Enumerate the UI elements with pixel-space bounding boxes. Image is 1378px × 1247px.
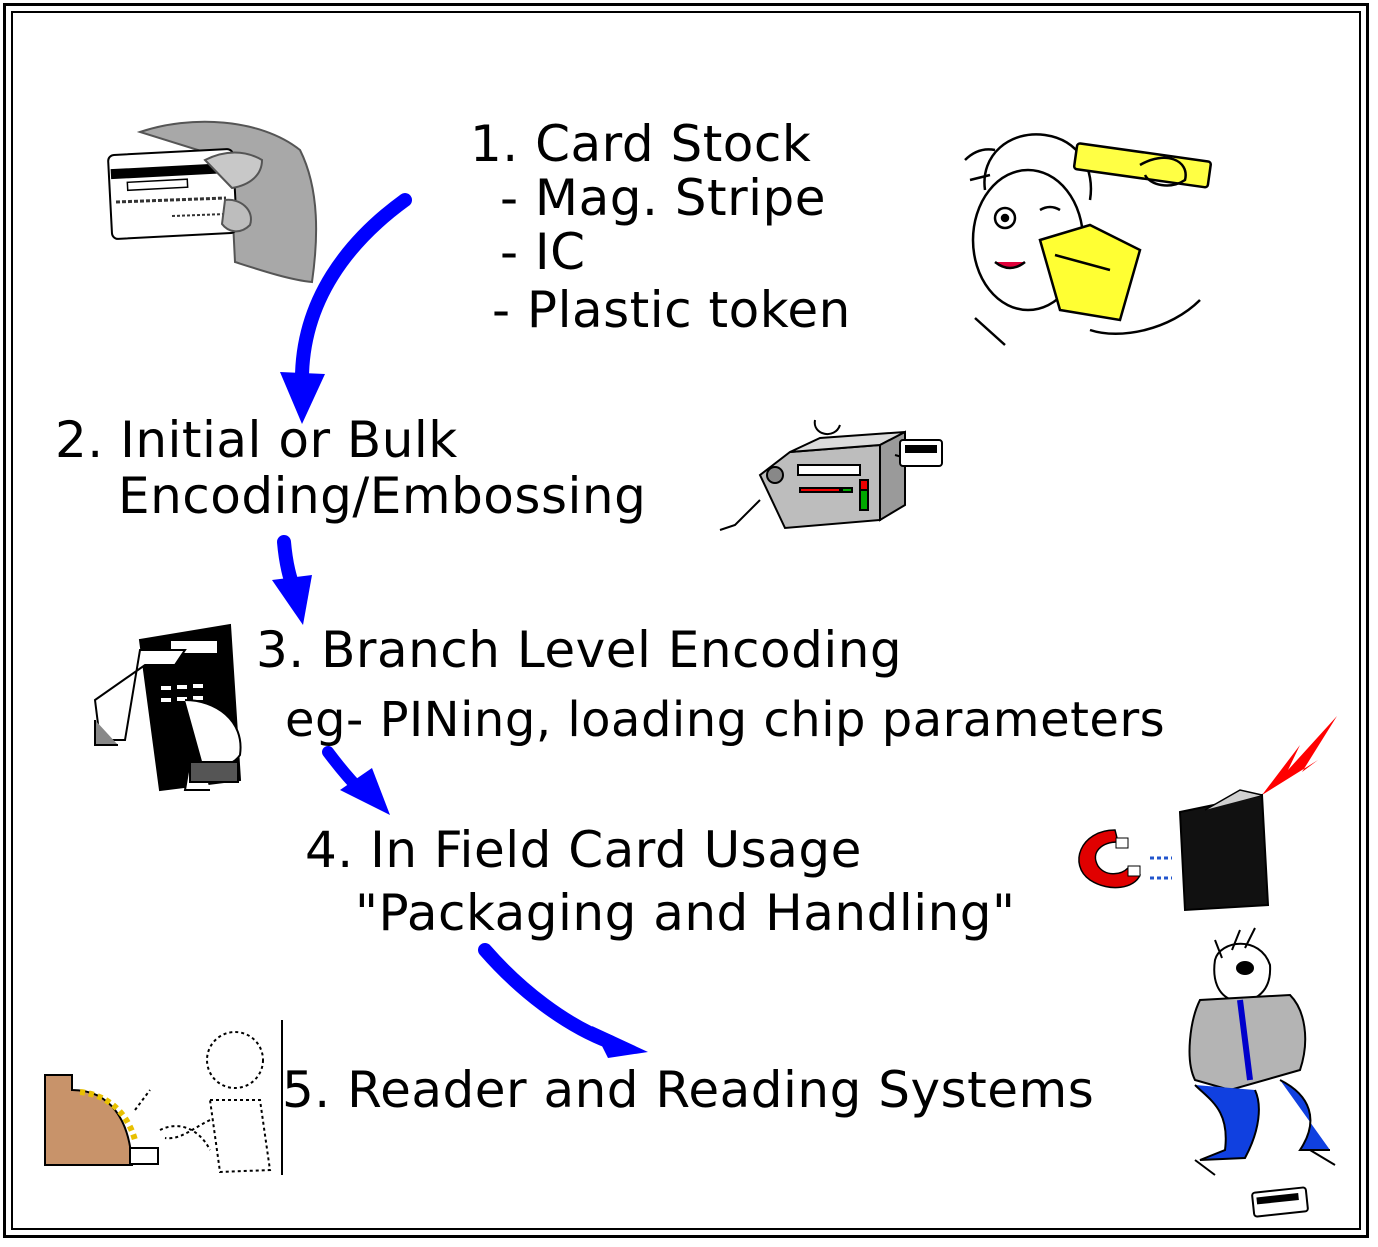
step-2-line-2: Encoding/Embossing [118,467,647,525]
arrowhead-3 [340,768,390,815]
outer-frame [3,3,1369,1238]
arrowhead-1 [280,372,325,424]
man-sitting-on-card-cartoon [1188,927,1336,1218]
card-reader-cartoon [44,1020,283,1175]
wallet-magnet-lightning-icon [1078,716,1337,912]
pin-pad-terminal-icon [93,623,242,792]
step-2-line-1: 2. Initial or Bulk [55,411,458,469]
step-1-item-mag-stripe: - Mag. Stripe [500,169,827,227]
woman-card-cartoon [964,133,1212,346]
arrow-4-to-5 [478,943,617,1049]
step-3-line-2: eg- PINing, loading chip parameters [285,692,1166,748]
step-4-line-2: "Packaging and Handling" [355,884,1016,942]
step-4-line-1: 4. In Field Card Usage [305,821,862,879]
step-1-title: 1. Card Stock [470,115,812,173]
step-5-line-1: 5. Reader and Reading Systems [282,1061,1095,1119]
step-1-item-plastic-token: - Plastic token [492,281,851,339]
arrowhead-2 [272,575,312,625]
step-3-line-1: 3. Branch Level Encoding [256,621,903,679]
hand-card-icon [107,120,318,284]
step-1-item-ic: - IC [500,223,586,281]
embossing-machine-icon [719,419,943,531]
arrowhead-4 [592,1026,648,1058]
arrow-1-to-2 [294,193,412,392]
inner-frame [11,11,1361,1230]
